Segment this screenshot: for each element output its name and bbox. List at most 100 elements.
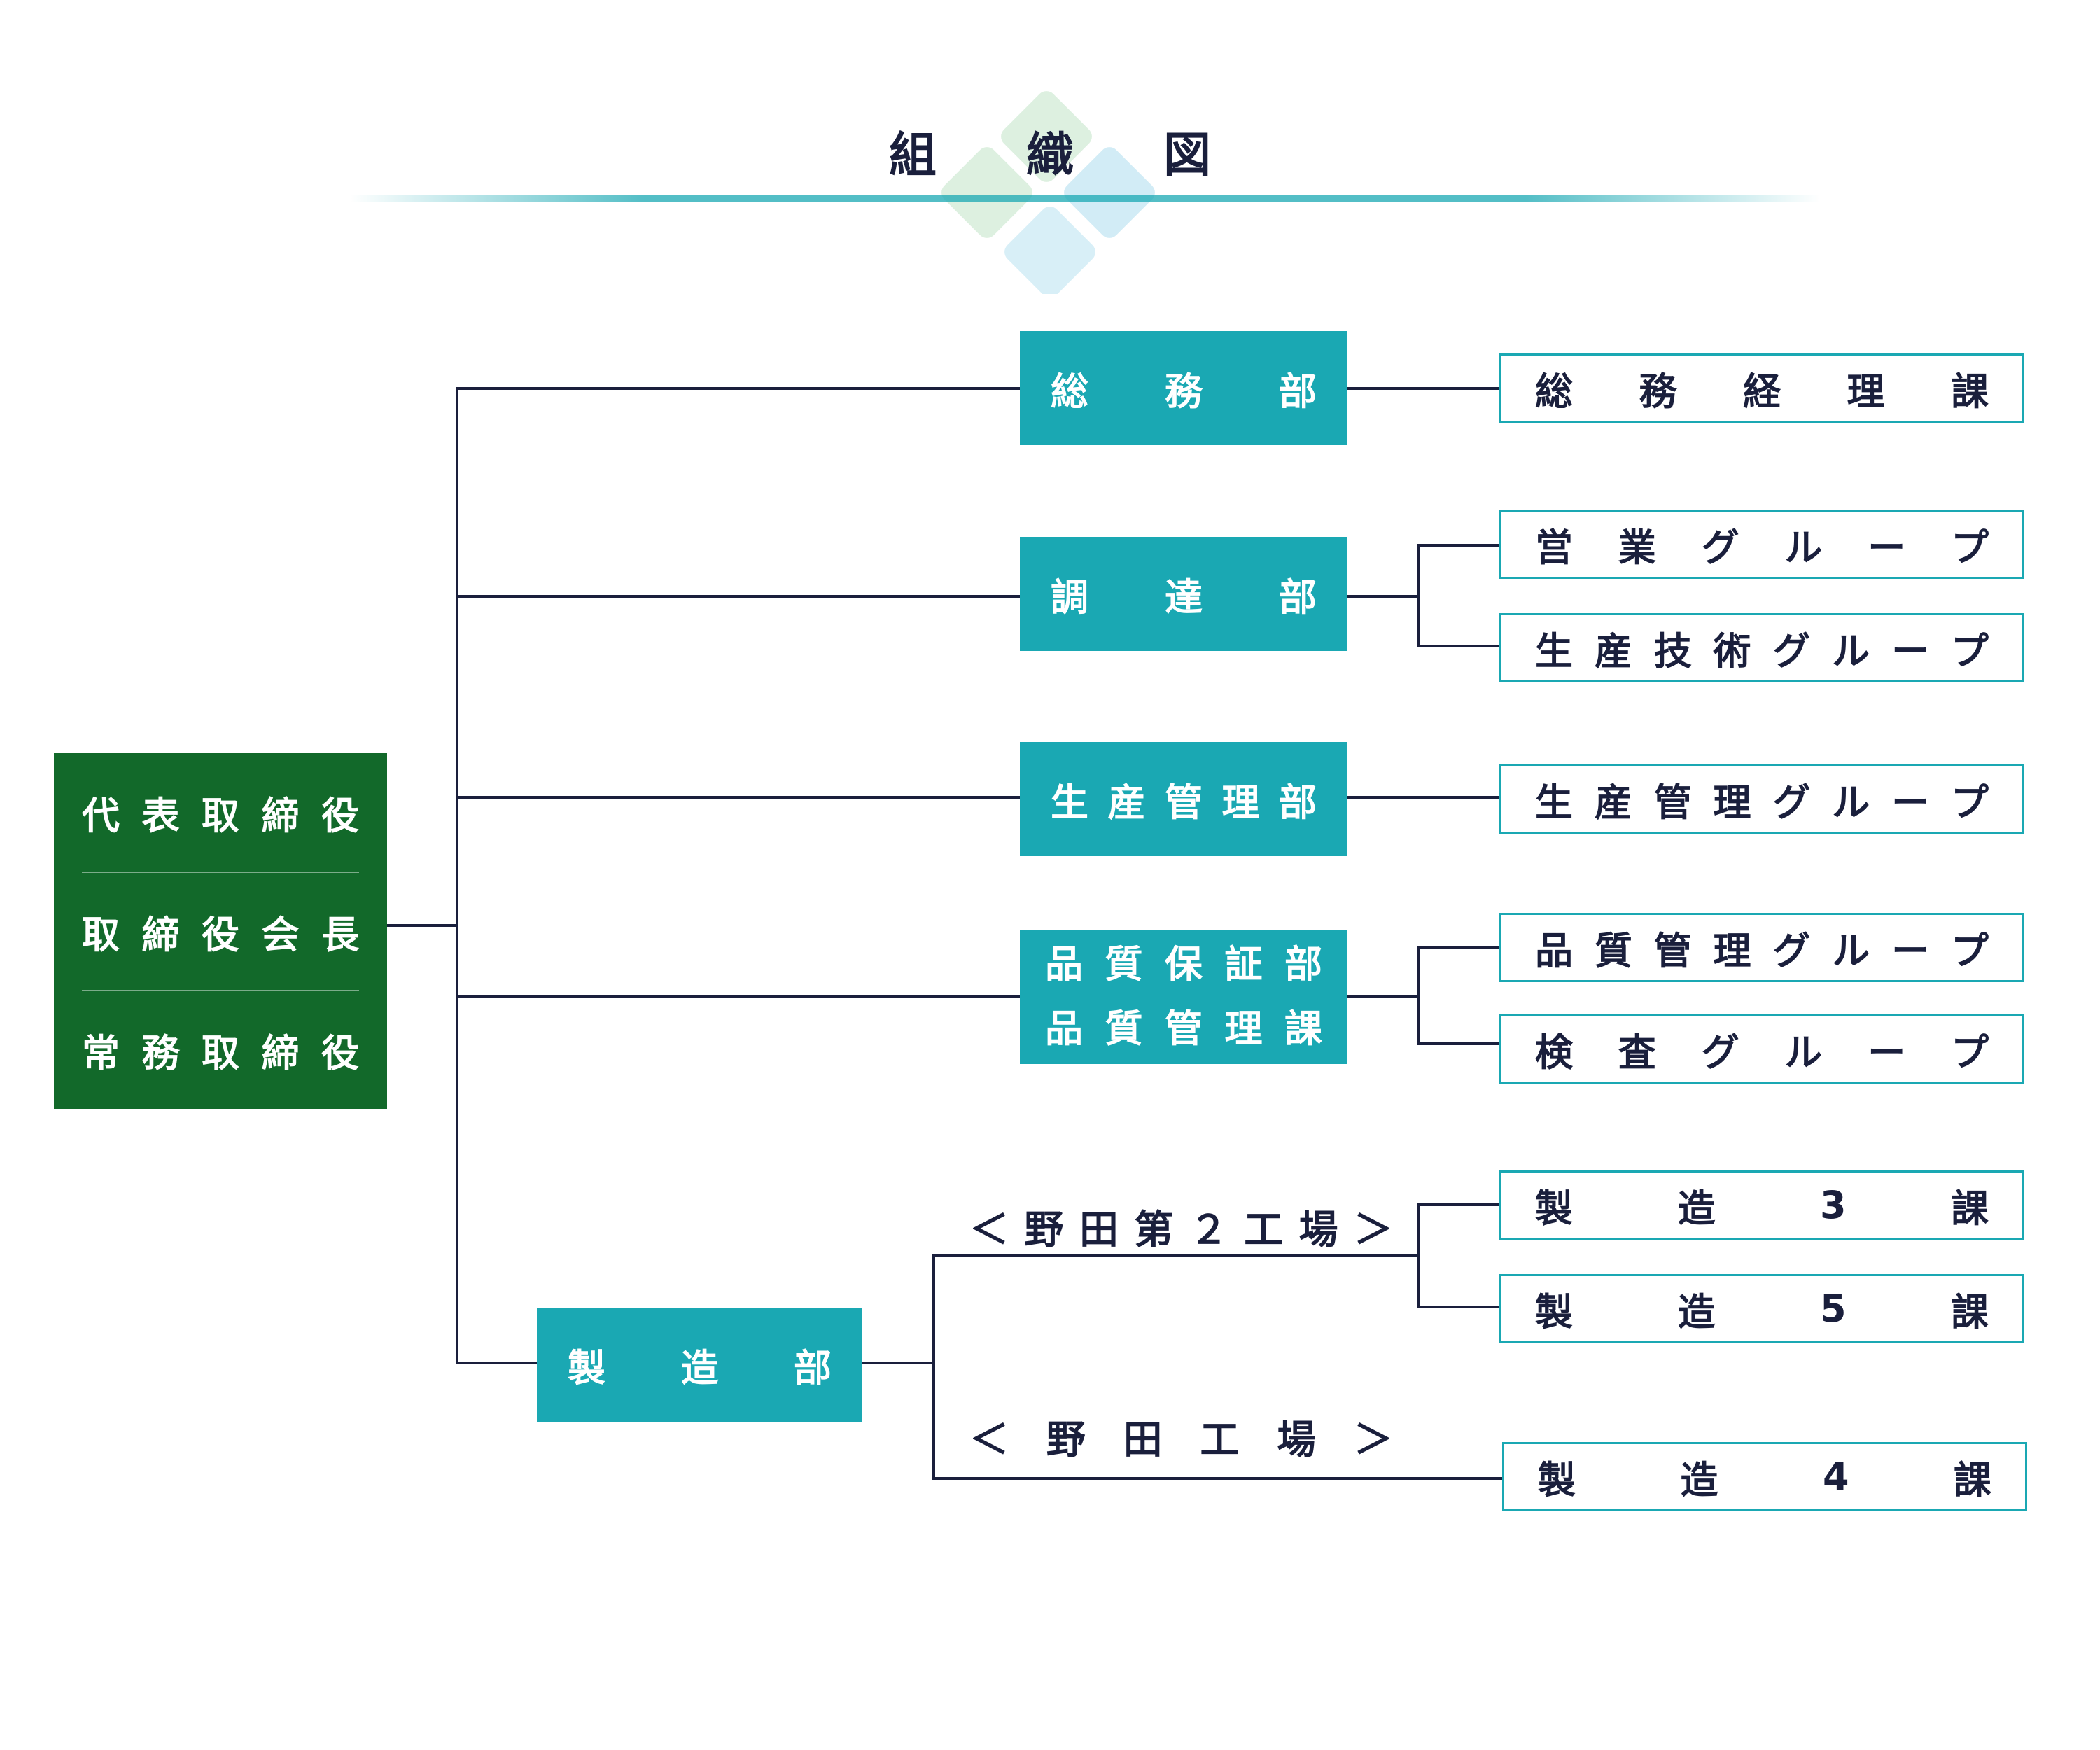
connector-exec [387, 924, 458, 927]
glyph: 品 [1045, 1007, 1083, 1051]
glyph: 課 [1951, 370, 1989, 414]
glyph: 造 [1677, 1290, 1716, 1334]
glyph: グ [1772, 929, 1811, 973]
glyph: プ [1950, 929, 1989, 973]
glyph: 野 [1046, 1417, 1086, 1463]
glyph: 達 [1165, 575, 1203, 620]
glyph: 保 [1165, 942, 1203, 986]
glyph: ＞ [1353, 1207, 1393, 1253]
connector-kensa [1418, 1042, 1499, 1045]
glyph: ル [1832, 629, 1870, 673]
glyph: 産 [1594, 629, 1632, 673]
glyph: 理 [1224, 1007, 1263, 1051]
connector-eigyo [1418, 544, 1499, 547]
connector-noda2-branch [1418, 1203, 1420, 1308]
glyph: 第 [1134, 1207, 1174, 1253]
glyph: 証 [1224, 942, 1263, 986]
glyph: 部 [1284, 942, 1322, 986]
glyph: プ [1950, 780, 1989, 825]
glyph: 代 [82, 794, 120, 838]
dept-chotatsu: 調達部 [1020, 537, 1348, 651]
glyph: 務 [1639, 370, 1677, 414]
connector-seisan-gijutsu [1418, 645, 1499, 648]
glyph: 取 [202, 794, 239, 838]
glyph: ル [1832, 929, 1870, 973]
dept-seisan-kanri: 生産管理部 [1020, 742, 1348, 856]
connector-noda2 [932, 1254, 1420, 1257]
glyph: 製 [568, 1346, 606, 1390]
glyph: ー [1868, 526, 1906, 570]
connector-seisan-kanri-group [1348, 796, 1499, 799]
glyph: 管 [1165, 780, 1203, 825]
glyph: 営 [1535, 526, 1573, 570]
glyph: ー [1891, 629, 1930, 673]
dept-soumu: 総務部 [1020, 331, 1348, 445]
glyph: 経 [1743, 370, 1781, 414]
glyph: 製 [1535, 1186, 1573, 1231]
connector-factory-branch [932, 1254, 935, 1480]
glyph: 理 [1713, 929, 1751, 973]
glyph: 工 [1200, 1417, 1240, 1463]
glyph: ル [1784, 526, 1823, 570]
glyph: 締 [141, 913, 180, 957]
glyph: ２ [1189, 1207, 1228, 1253]
glyph: 工 [1244, 1207, 1284, 1253]
glyph: プ [1950, 526, 1989, 570]
connector-seizo-out [862, 1362, 935, 1364]
glyph: 締 [261, 1031, 300, 1075]
glyph: ＞ [1353, 1417, 1393, 1463]
section-seisan-kanri-group: 生産管理グループ [1499, 764, 2024, 834]
glyph: グ [1772, 629, 1811, 673]
dept-seizo: 製造部 [537, 1308, 862, 1422]
glyph: 査 [1618, 1030, 1656, 1074]
glyph: 3 [1819, 1183, 1847, 1227]
glyph: 産 [1107, 780, 1146, 825]
glyph: 理 [1222, 780, 1260, 825]
glyph: 質 [1105, 942, 1143, 986]
connector-seizo3 [1418, 1203, 1499, 1206]
glyph: 管 [1653, 929, 1692, 973]
title-underline [350, 195, 1820, 202]
glyph: 5 [1819, 1287, 1847, 1331]
glyph: 生 [1535, 780, 1573, 825]
glyph: ＜ [969, 1417, 1009, 1463]
connector-trunk [456, 387, 458, 1364]
glyph: 検 [1535, 1030, 1573, 1074]
section-eigyo: 営業グループ [1499, 510, 2024, 579]
section-soumu-keiri: 総務経理課 [1499, 354, 2024, 423]
glyph: 務 [1165, 370, 1203, 414]
glyph: 品 [1045, 942, 1083, 986]
section-kensa: 検査グループ [1499, 1014, 2024, 1084]
diamond-ornament [941, 91, 1155, 294]
executive-title-managing-director: 常務取締役 [82, 990, 359, 1108]
glyph: 課 [1953, 1458, 1991, 1502]
glyph: 田 [1079, 1207, 1119, 1253]
glyph: 取 [202, 1031, 239, 1075]
glyph: ＜ [969, 1207, 1009, 1253]
glyph: 造 [1677, 1186, 1716, 1231]
glyph: 課 [1950, 1290, 1989, 1334]
dept-hinshitsu-kanri-ka: 品質管理課 [1045, 997, 1322, 1061]
glyph: 場 [1298, 1207, 1338, 1253]
connector-seizo5 [1418, 1306, 1499, 1308]
glyph: 部 [1279, 780, 1317, 825]
glyph: 生 [1535, 629, 1573, 673]
glyph: 役 [321, 794, 359, 838]
glyph: 課 [1284, 1007, 1322, 1051]
glyph: ー [1891, 929, 1930, 973]
glyph: 田 [1123, 1417, 1163, 1463]
glyph: 部 [1279, 575, 1317, 620]
glyph: 術 [1713, 629, 1751, 673]
glyph: 生 [1051, 780, 1088, 825]
connector-chotatsu-branch [1418, 544, 1420, 648]
glyph: 造 [680, 1346, 719, 1390]
connector-hinshitsu-out [1348, 995, 1420, 998]
glyph: 会 [261, 913, 300, 957]
glyph: 役 [321, 1031, 359, 1075]
connector-chotatsu-out [1348, 595, 1420, 598]
executive-title-chairman: 取締役会長 [82, 872, 359, 990]
connector-seizo4 [932, 1477, 1502, 1480]
